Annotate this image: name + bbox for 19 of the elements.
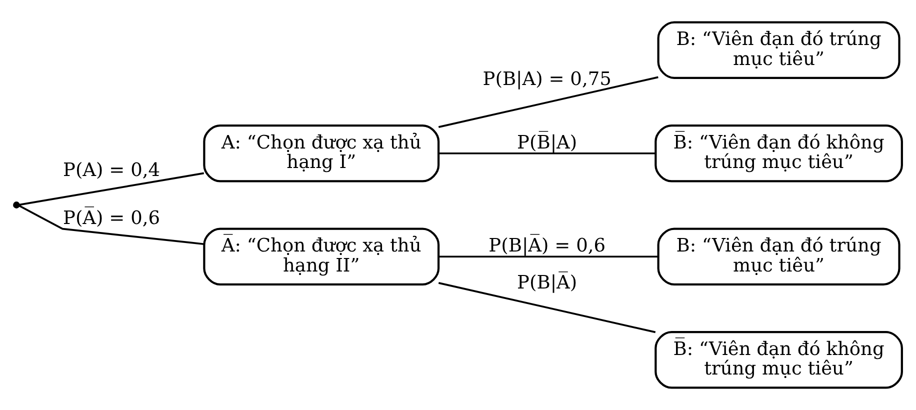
node-point	[13, 202, 20, 208]
edge-label: P(A̅) = 0,6	[63, 208, 160, 229]
connector	[438, 282, 656, 334]
connector	[438, 76, 658, 128]
connector	[438, 152, 656, 154]
edge-label: P(B|A) = 0,75	[482, 68, 612, 90]
node-box: B: “Viên đạn đó trúng mục tiêu”	[657, 21, 900, 79]
node-box: A̅: “Chọn được xạ thủ hạng II”	[203, 228, 440, 286]
connector	[18, 204, 204, 246]
edge-label: P(B|A̅)	[517, 272, 578, 294]
node-box: B̅: “Viên đạn đó không trúng mục tiêu”	[654, 331, 903, 389]
edge-label: P(A) = 0,4	[63, 160, 160, 182]
edge-label: P(B̅|A)	[517, 132, 578, 154]
node-box: A: “Chọn được xạ thủ hạng I”	[203, 124, 440, 182]
node-box: B: “Viên đạn đó trúng mục tiêu”	[657, 228, 900, 286]
node-box: B̅: “Viên đạn đó không trúng mục tiêu”	[654, 124, 903, 182]
connector	[18, 172, 204, 206]
edge-label: P(B|A̅) = 0,6	[488, 236, 606, 257]
connector	[438, 256, 658, 258]
